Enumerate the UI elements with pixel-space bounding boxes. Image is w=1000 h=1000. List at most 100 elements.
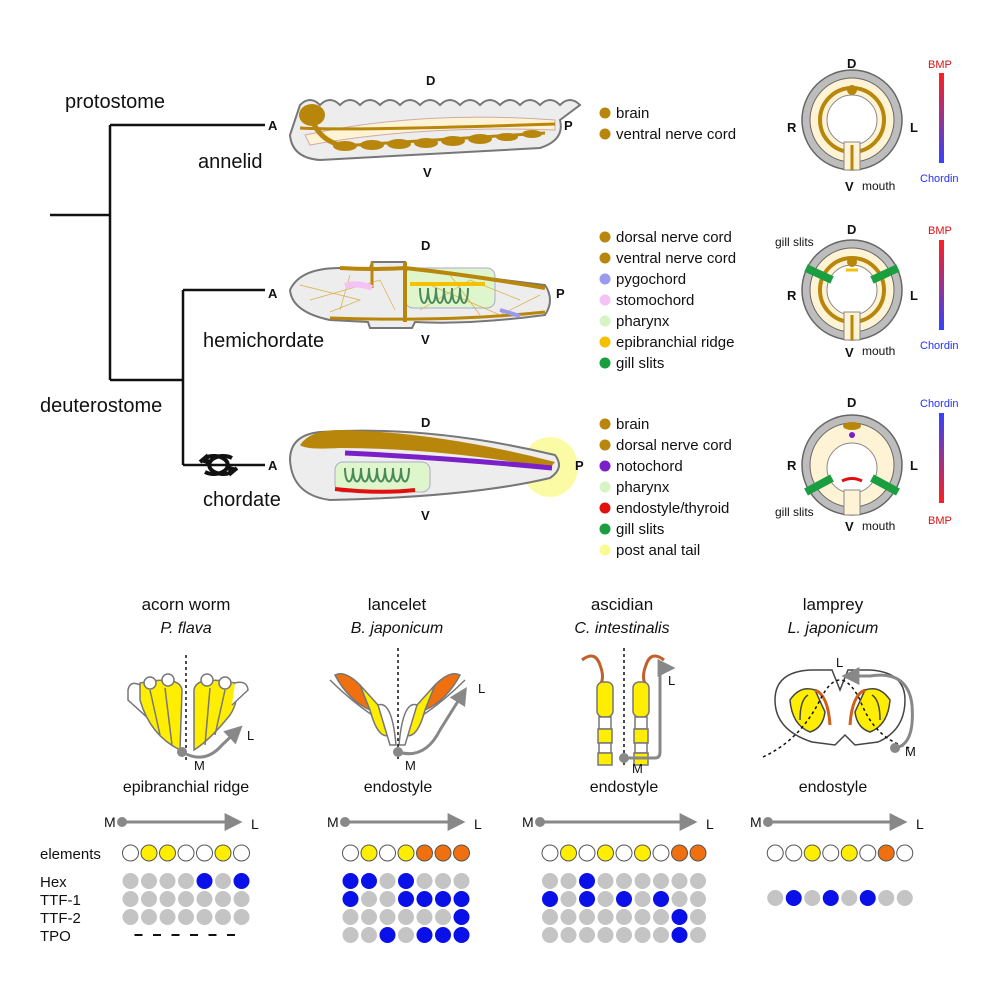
expression-dot-ttf-1	[896, 890, 913, 906]
chord-cs-L: L	[910, 458, 918, 473]
legend-label: pharynx	[616, 313, 670, 330]
element-dot	[859, 844, 877, 862]
expression-dot-ttf-2	[653, 909, 669, 925]
annelid-cs-D: D	[847, 56, 856, 71]
expression-dot-ttf-1	[215, 891, 231, 907]
expression-dot-ttf-2	[416, 909, 433, 925]
hemi-V: V	[421, 332, 430, 347]
element-dot	[597, 844, 614, 862]
species-1-latin: P. flava	[160, 620, 211, 637]
protostome-label: protostome	[65, 91, 165, 113]
expression-dot-ttf-1	[159, 891, 176, 907]
expression-dot-ttf-1	[634, 891, 651, 907]
hemichordate-label: hemichordate	[203, 330, 324, 352]
m-dot	[535, 817, 545, 827]
expression-dot-ttf-1	[233, 891, 250, 907]
expression-dot-tpo	[634, 927, 651, 943]
legend-swatch	[599, 294, 611, 306]
expression-dot-hex	[398, 873, 414, 889]
legend-swatch	[599, 502, 611, 514]
element-dot	[671, 844, 688, 862]
expression-dot-ttf-1	[122, 891, 139, 907]
element-dot	[233, 844, 250, 862]
legend-label: dorsal nerve cord	[616, 437, 732, 454]
expression-dot-ttf-1	[804, 890, 821, 906]
expression-dot-ttf-1	[379, 891, 396, 907]
expression-dot-ttf-2	[690, 909, 706, 925]
expression-dot-ttf-2	[233, 909, 250, 925]
species-3-latin: C. intestinalis	[574, 620, 669, 637]
legend-swatch	[599, 107, 611, 119]
legend-label: notochord	[616, 458, 683, 475]
legend-swatch	[599, 252, 611, 264]
expression-dot-ttf-1	[560, 891, 577, 907]
row-label-ttf1: TTF-1	[40, 892, 81, 909]
legend-swatch	[599, 128, 611, 140]
chord-cs-R: R	[787, 458, 797, 473]
l-label: L	[706, 816, 714, 832]
expression-dot-hex	[579, 873, 595, 889]
ml-arrow-1	[181, 725, 243, 759]
m-dot-4	[890, 743, 900, 753]
element-dot	[578, 844, 596, 862]
organ-label-2: endostyle	[364, 779, 433, 796]
species-1-common: acorn worm	[142, 595, 231, 614]
hemi-cs-L: L	[910, 288, 918, 303]
annelid-P: P	[564, 118, 573, 133]
expression-dot-ttf-2	[542, 909, 558, 925]
legend-label: endostyle/thyroid	[616, 500, 729, 517]
species-headers: acorn worm P. flava lancelet B. japonicu…	[142, 595, 879, 637]
expression-dot-hex	[178, 873, 194, 889]
bmp-label-1: BMP	[928, 59, 952, 71]
hemi-gill-slits: gill slits	[775, 235, 814, 249]
row-label-elements: elements	[40, 846, 101, 863]
chordin-bmp-bar-3	[939, 413, 944, 503]
expression-dot-tpo	[416, 927, 433, 943]
m-dot-3	[619, 753, 629, 763]
hemi-D: D	[421, 238, 430, 253]
row-label-hex: Hex	[40, 874, 67, 891]
legend-swatch	[599, 418, 611, 430]
expression-dot-ttf-1	[398, 891, 414, 907]
expression-dot-tpo	[560, 927, 577, 943]
chord-V: V	[421, 508, 430, 523]
expression-dot-hex	[560, 873, 577, 889]
annelid-V: V	[423, 165, 432, 180]
l-label: L	[251, 816, 259, 832]
l-label-1: L	[247, 728, 254, 743]
inversion-icon	[198, 453, 239, 477]
m-dot	[117, 817, 127, 827]
expression-dot-hex	[690, 873, 706, 889]
expression-dot-hex	[435, 873, 451, 889]
hemi-cs-D: D	[847, 222, 856, 237]
element-dot	[541, 844, 559, 862]
expression-dot-ttf-2	[178, 909, 194, 925]
expression-dot-hex	[233, 873, 250, 889]
element-dot	[360, 844, 378, 862]
annelid-cs-L: L	[910, 120, 918, 135]
expression-dot-tpo	[342, 927, 359, 943]
expression-dot-ttf-1	[690, 891, 706, 907]
expression-dot-ttf-1	[435, 891, 451, 907]
expression-dot-ttf-2	[215, 909, 231, 925]
chord-P: P	[575, 458, 584, 473]
expression-dot-ttf-1	[542, 891, 558, 907]
expression-dot-hex	[453, 873, 470, 889]
annelid-mouth: mouth	[862, 179, 895, 193]
annelid-label: annelid	[198, 151, 263, 173]
element-dot	[140, 844, 158, 862]
expression-dot-ttf-2	[671, 909, 688, 925]
expression-dot-ttf-1	[878, 890, 895, 906]
legend-swatch	[599, 315, 611, 327]
legend-swatch	[599, 439, 611, 451]
annelid-D: D	[426, 73, 435, 88]
m-label: M	[522, 814, 534, 830]
legend-label: brain	[616, 416, 649, 433]
ml-arrow-4	[841, 667, 914, 750]
element-dot	[652, 844, 670, 862]
l-label: L	[474, 816, 482, 832]
expression-dot-ttf-1	[141, 891, 157, 907]
lamprey-endostyle	[774, 669, 906, 746]
legend-label: pygochord	[616, 271, 686, 288]
